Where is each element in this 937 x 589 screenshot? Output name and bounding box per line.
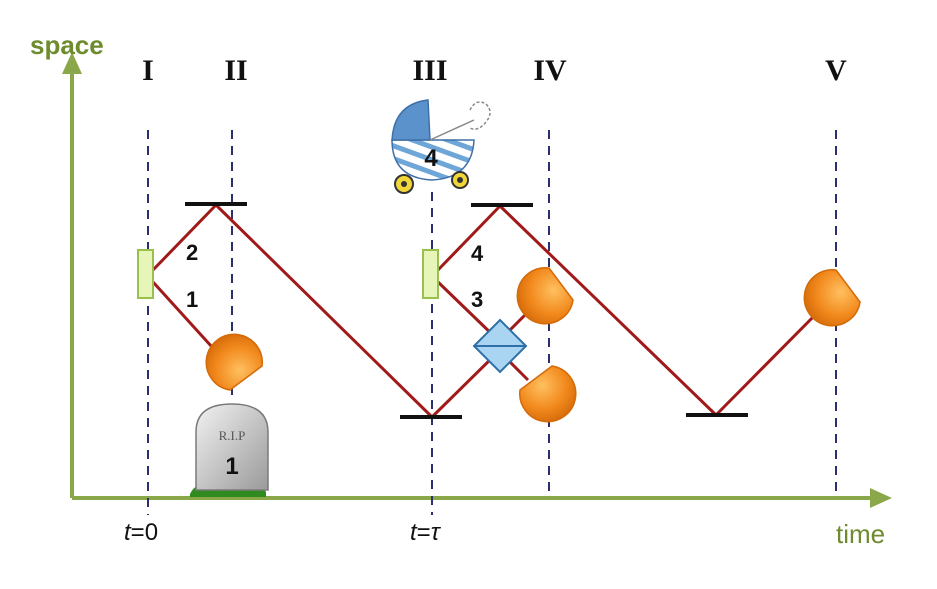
- time-mark-t0-rest: =0: [131, 519, 158, 546]
- photon-label-4: 4: [471, 241, 484, 266]
- source-left: [137, 249, 154, 299]
- wheel-hub: [457, 177, 463, 183]
- beam-photon-1: [151, 280, 214, 349]
- x-axis-arrowhead: [870, 488, 892, 508]
- photon-label-2: 2: [186, 240, 198, 265]
- detector-icon: [205, 333, 263, 391]
- photon-beams: [151, 203, 822, 419]
- stroller-number: 4: [424, 145, 438, 172]
- tombstone-text: R.I.P: [219, 428, 246, 443]
- tombstone-icon: [195, 403, 269, 491]
- time-mark-tau-eq: =: [417, 519, 431, 546]
- time-mark-tau-var: t: [410, 519, 418, 546]
- detector-photon-1: [205, 333, 263, 391]
- beam-photon-3: [436, 280, 500, 342]
- time-label-II: II: [224, 54, 247, 87]
- time-mark-tau-symbol: τ: [431, 519, 442, 546]
- time-label-V: V: [825, 54, 847, 87]
- time-labels: I II III IV V: [142, 54, 847, 87]
- tombstone-number: 1: [225, 453, 238, 480]
- y-axis-label: space: [30, 30, 104, 60]
- stroller-hood: [391, 99, 431, 141]
- photon-label-1: 1: [186, 287, 198, 312]
- mirrors: [185, 202, 748, 419]
- tombstone: R.I.P 1: [190, 403, 269, 497]
- beam-splitter: [472, 318, 528, 374]
- wheel-hub: [401, 181, 407, 187]
- time-mark-t0: t=0: [124, 519, 158, 546]
- y-axis-arrowhead: [62, 52, 82, 74]
- stroller-basket: [391, 139, 475, 181]
- photon-label-3: 3: [471, 287, 483, 312]
- time-label-I: I: [142, 54, 154, 87]
- detectors: [205, 267, 861, 423]
- time-marks: t=0 t=τ: [124, 519, 442, 546]
- photon-labels: 2 1 4 3: [186, 240, 484, 312]
- stroller: 4: [391, 99, 491, 194]
- axes: space time: [30, 30, 892, 549]
- source-center: [422, 249, 439, 299]
- detector-icon: [516, 267, 574, 325]
- detector-icon: [519, 365, 577, 423]
- detector-bs-upper: [516, 267, 574, 325]
- detector-photon-4: [803, 269, 861, 327]
- detector-bs-lower: [519, 365, 577, 423]
- time-mark-t0-var: t: [124, 519, 132, 546]
- time-label-III: III: [412, 54, 447, 87]
- time-label-IV: IV: [533, 54, 567, 87]
- stroller-wheels: [394, 171, 469, 194]
- sources: [137, 249, 439, 299]
- beam-photon-2: [151, 203, 500, 419]
- x-axis-label: time: [836, 519, 885, 549]
- detector-icon: [803, 269, 861, 327]
- beam-photon-4: [436, 204, 822, 417]
- stroller-rail: [429, 119, 475, 141]
- stroller-handle: [469, 101, 491, 130]
- time-mark-tau: t=τ: [410, 519, 442, 546]
